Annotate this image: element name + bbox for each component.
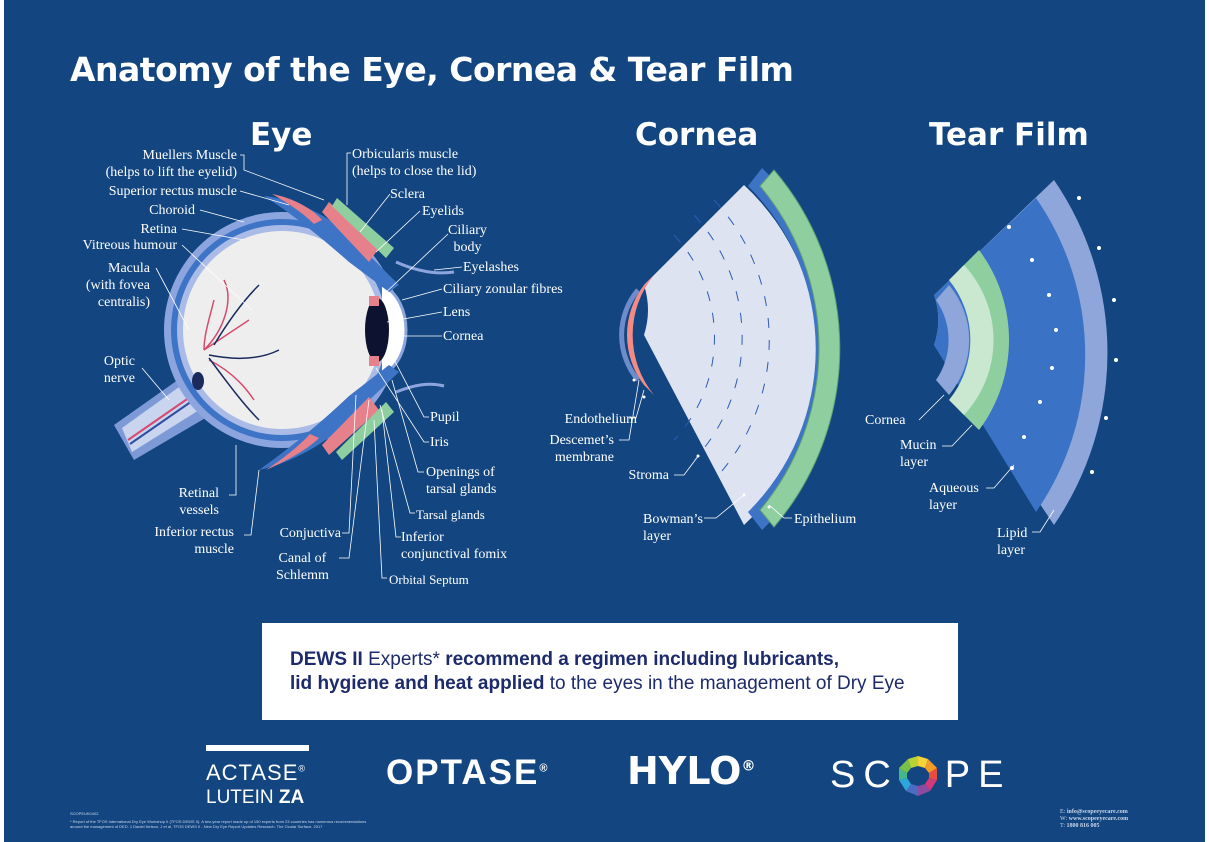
reference-code: SCOPEUK0402 (70, 811, 99, 816)
label-muellers: Muellers Muscle (helps to lift the eyeli… (105, 148, 237, 180)
hylo-logo: HYLO® (627, 749, 756, 793)
label-mucin: Mucin layer (900, 438, 937, 470)
actase-logo: ACTASE® (206, 760, 307, 785)
label-inferior-rectus: Inferior rectus muscle (154, 525, 234, 557)
tear-leader-lines (918, 394, 1055, 533)
label-iris: Iris (430, 435, 449, 450)
poster: Anatomy of the Eye, Cornea & Tear Film E… (4, 0, 1205, 842)
label-endothelium: Endothelium (564, 412, 637, 427)
label-epithelium: Epithelium (794, 512, 857, 527)
label-macula: Macula (with fovea centralis) (85, 261, 150, 310)
descemet-band (619, 288, 640, 382)
label-tear-cornea: Cornea (865, 413, 906, 428)
label-vitreous: Vitreous humour (82, 238, 177, 253)
cornea-dots (632, 378, 771, 509)
contact-web: W: www.scopeeyecare.com (1060, 816, 1129, 822)
contact-email: E: info@scopeeyecare.com (1060, 809, 1128, 815)
optic-disc (192, 372, 204, 390)
label-choroid: Choroid (149, 203, 195, 218)
eye-leader-lines (141, 152, 463, 579)
label-tarsal: Tarsal glands (416, 507, 485, 522)
label-lens: Lens (443, 305, 471, 320)
optase-logo: OPTASE® (386, 753, 550, 792)
callout-line-1: DEWS II Experts* recommend a regimen inc… (290, 648, 840, 670)
epithelium-band (759, 169, 841, 528)
tear-cornea-band (936, 285, 970, 395)
footnote-line-1: * Report of the TFOS International Dry E… (70, 819, 367, 824)
label-superior-rectus: Superior rectus muscle (108, 184, 237, 199)
retinal-vessel-lines (203, 279, 280, 421)
scope-o-icon (899, 756, 937, 796)
stroma-fibres (673, 199, 770, 481)
eye-diagram (114, 152, 463, 579)
label-sclera: Sclera (390, 187, 425, 202)
section-title-eye: Eye (250, 117, 313, 153)
label-openings: Openings of tarsal glands (426, 465, 497, 497)
label-bowman: Bowman’s layer (643, 512, 703, 544)
label-retina: Retina (140, 222, 177, 237)
label-inferior-fornix: Inferior conjunctival fomix (401, 530, 508, 562)
label-descemet: Descemet’s membrane (549, 433, 614, 465)
label-orbital-septum: Orbital Septum (389, 572, 469, 587)
cornea-diagram (619, 168, 841, 530)
label-ciliary-body: Ciliary body (448, 223, 487, 255)
label-cornea: Cornea (443, 329, 484, 344)
label-pupil: Pupil (430, 410, 460, 425)
callout-line-2: lid hygiene and heat applied to the eyes… (290, 672, 905, 694)
label-lipid: Lipid layer (997, 526, 1028, 558)
label-stroma: Stroma (628, 468, 669, 483)
vitreous-shape (183, 231, 381, 429)
ciliary-shape (369, 296, 379, 306)
contact-phone: T: 1800 816 005 (1060, 823, 1100, 829)
label-aqueous: Aqueous layer (929, 481, 979, 513)
tear-film-diagram (918, 180, 1118, 533)
cornea-leader-lines (619, 379, 792, 519)
glycocalyx-band (949, 265, 994, 415)
diagram-artwork (114, 152, 1118, 796)
label-retinal-vessels: Retinal vessels (178, 486, 219, 518)
label-optic-nerve: Optic nerve (103, 354, 135, 386)
recommendation-callout: DEWS II Experts* recommend a regimen inc… (262, 623, 958, 720)
label-ciliary-zonular: Ciliary zonular fibres (443, 282, 563, 297)
label-orbicularis: Orbicularis muscle (helps to close the l… (352, 147, 477, 179)
label-eyelids: Eyelids (422, 204, 464, 219)
stroma-wedge (644, 185, 819, 525)
label-eyelashes: Eyelashes (463, 260, 519, 275)
section-title-tear-film: Tear Film (929, 117, 1089, 153)
actase-bar (206, 745, 309, 751)
label-conjuctiva: Conjuctiva (279, 526, 341, 541)
page-title: Anatomy of the Eye, Cornea & Tear Film (70, 50, 794, 89)
label-canal-schlemm: Canal of Schlemm (276, 551, 329, 583)
section-title-cornea: Cornea (635, 117, 759, 153)
endothelium-band (626, 275, 654, 395)
footnote-line-2: around the management of DED. 1 Daniel N… (70, 824, 323, 829)
lutein-logo: LUTEIN ZA (206, 787, 305, 808)
lens-shape (365, 298, 389, 362)
